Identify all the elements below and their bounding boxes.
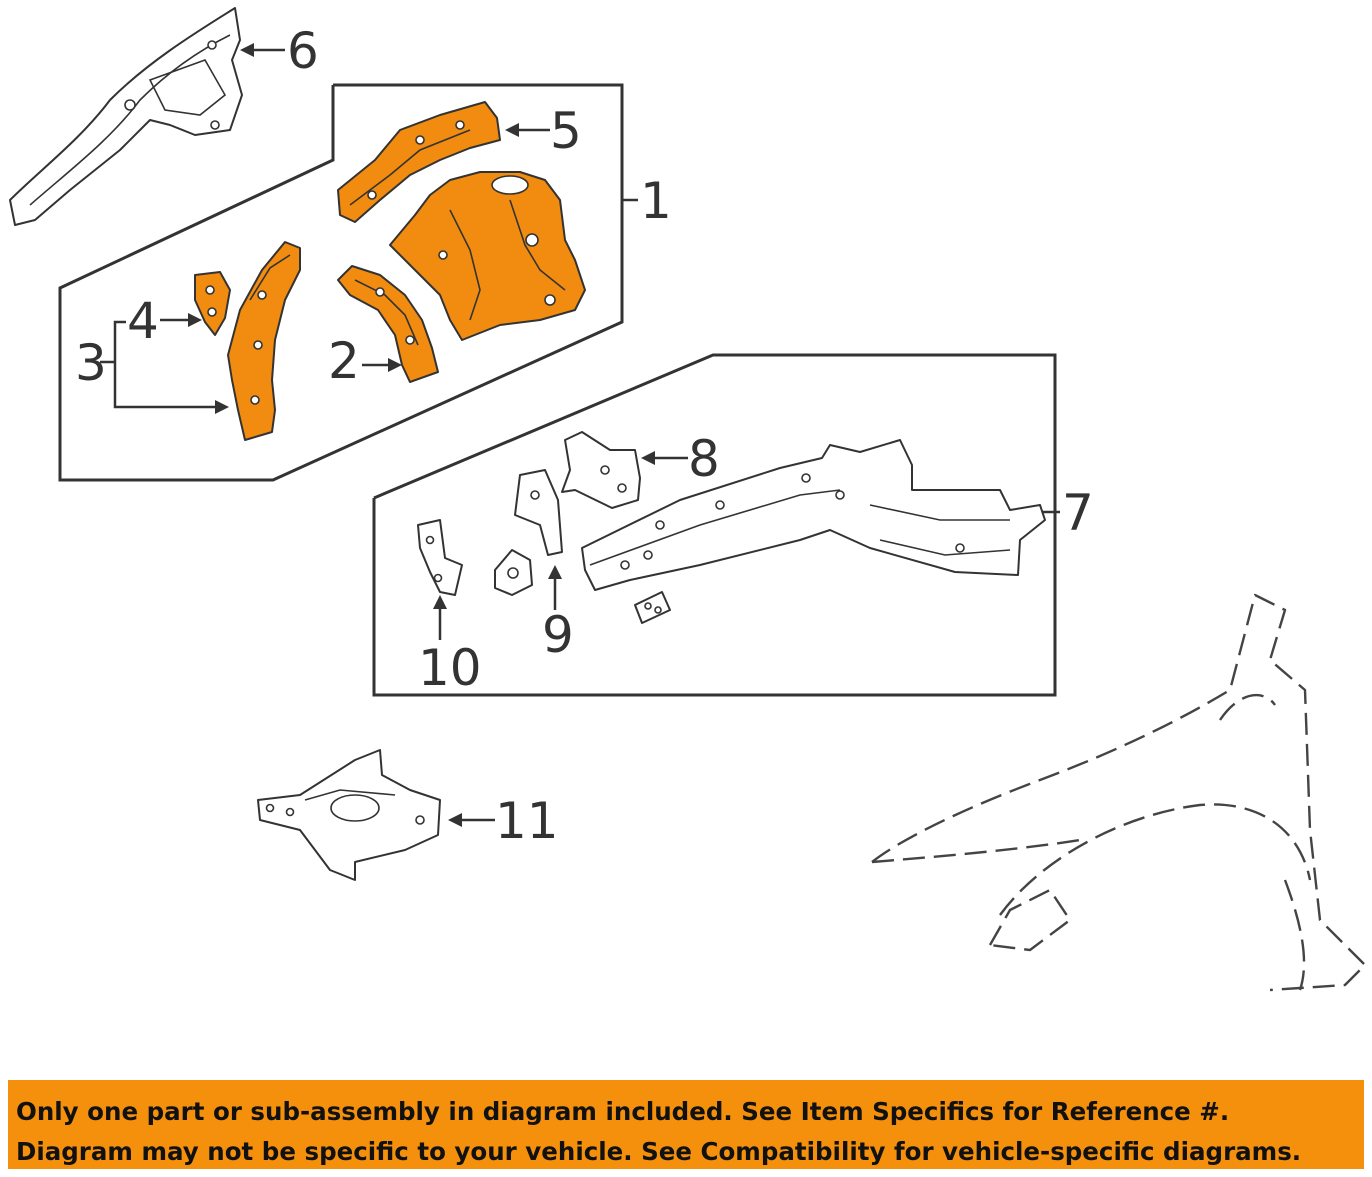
callout-4: 4 (127, 292, 159, 350)
part-1-apron (389, 171, 586, 341)
parts-diagram: 6 1 5 2 (9, 7, 1367, 992)
part-4-bracket (194, 271, 231, 336)
part-3-brace (227, 241, 301, 441)
group-7-frame (372, 353, 1057, 697)
part-7-front-side-member (581, 439, 1046, 591)
part-11-strut-tower (257, 749, 441, 881)
callout-1: 1 (640, 172, 672, 230)
callout-8: 8 (688, 430, 720, 488)
callout-2: 2 (328, 332, 360, 390)
notice-line-2: Diagram may not be specific to your vehi… (16, 1137, 1302, 1166)
fender-dashed-outline (871, 593, 1367, 992)
callout-9: 9 (542, 606, 574, 664)
part-10-bracket (417, 519, 463, 596)
part-9-small-plate (494, 549, 533, 596)
part-9-gusset (514, 469, 563, 556)
callout-10: 10 (418, 639, 482, 697)
notice-line-1: Only one part or sub-assembly in diagram… (16, 1097, 1230, 1126)
part-2-lower-rail (337, 265, 439, 383)
part-5-upper-rail (337, 101, 501, 223)
callout-5: 5 (550, 102, 582, 160)
part-7-plate (634, 591, 671, 624)
callout-7: 7 (1062, 484, 1094, 542)
group-1-frame (58, 83, 624, 482)
callout-3: 3 (75, 334, 107, 392)
callout-6: 6 (287, 22, 319, 80)
part-6-pillar (9, 7, 243, 226)
part-8-bracket (561, 431, 641, 509)
callout-11: 11 (495, 792, 559, 850)
notice-banner: Only one part or sub-assembly in diagram… (8, 1080, 1364, 1169)
